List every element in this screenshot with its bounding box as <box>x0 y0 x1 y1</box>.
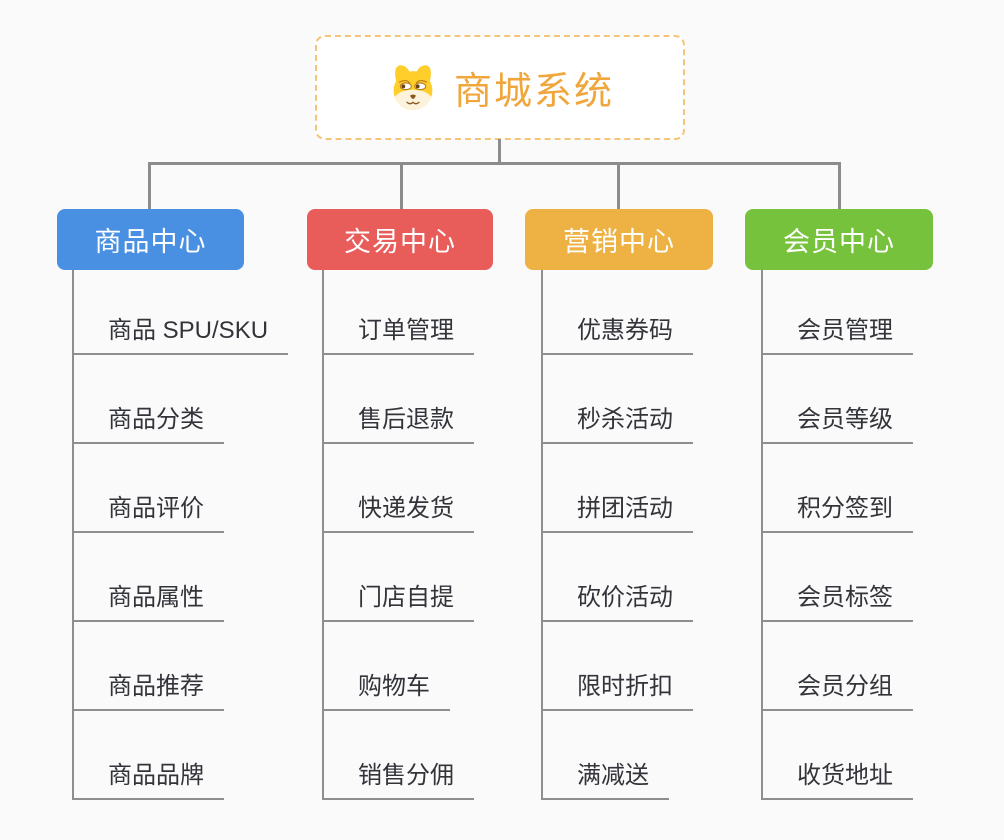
leaf-node[interactable]: 购物车 <box>324 670 450 711</box>
branch-children-product-center: 商品 SPU/SKU 商品分类 商品评价 商品属性 商品推荐 商品品牌 <box>72 270 289 800</box>
leaf-node[interactable]: 销售分佣 <box>324 759 474 800</box>
leaf-node[interactable]: 会员管理 <box>763 314 913 355</box>
leaf-node[interactable]: 商品分类 <box>74 403 224 444</box>
connector-stub-branch-3 <box>617 162 620 212</box>
branch-node-member-center[interactable]: 会员中心 <box>745 209 933 270</box>
leaf-node[interactable]: 售后退款 <box>324 403 474 444</box>
leaf-node[interactable]: 商品属性 <box>74 581 224 622</box>
leaf-node[interactable]: 商品 SPU/SKU <box>74 314 289 355</box>
leaf-node[interactable]: 快递发货 <box>324 492 474 533</box>
leaf-node[interactable]: 拼团活动 <box>543 492 693 533</box>
leaf-node[interactable]: 满减送 <box>543 759 669 800</box>
leaf-node[interactable]: 积分签到 <box>763 492 913 533</box>
branch-children-member-center: 会员管理 会员等级 积分签到 会员标签 会员分组 收货地址 <box>761 270 913 800</box>
leaf-node[interactable]: 收货地址 <box>763 759 913 800</box>
leaf-node[interactable]: 会员分组 <box>763 670 913 711</box>
leaf-node[interactable]: 订单管理 <box>324 314 474 355</box>
branch-node-product-center[interactable]: 商品中心 <box>57 209 244 270</box>
leaf-node[interactable]: 门店自提 <box>324 581 474 622</box>
connector-stub-branch-2 <box>400 162 403 212</box>
root-node-mall-system[interactable]: 商城系统 <box>315 35 685 140</box>
leaf-node[interactable]: 商品推荐 <box>74 670 224 711</box>
leaf-node[interactable]: 限时折扣 <box>543 670 693 711</box>
leaf-node[interactable]: 砍价活动 <box>543 581 693 622</box>
connector-stub-branch-1 <box>148 162 151 212</box>
branch-node-marketing-center[interactable]: 营销中心 <box>525 209 713 270</box>
leaf-node[interactable]: 商品品牌 <box>74 759 224 800</box>
root-title: 商城系统 <box>453 71 614 113</box>
connector-stub-branch-4 <box>838 162 841 212</box>
dog-face-icon <box>386 61 440 115</box>
connector-bus <box>148 162 841 165</box>
leaf-node[interactable]: 会员等级 <box>763 403 913 444</box>
branch-children-trade-center: 订单管理 售后退款 快递发货 门店自提 购物车 销售分佣 <box>322 270 474 800</box>
branch-children-marketing-center: 优惠券码 秒杀活动 拼团活动 砍价活动 限时折扣 满减送 <box>541 270 693 800</box>
connector-root-drop <box>498 139 501 165</box>
leaf-node[interactable]: 优惠券码 <box>543 314 693 355</box>
leaf-node[interactable]: 秒杀活动 <box>543 403 693 444</box>
leaf-node[interactable]: 商品评价 <box>74 492 224 533</box>
leaf-node[interactable]: 会员标签 <box>763 581 913 622</box>
branch-node-trade-center[interactable]: 交易中心 <box>307 209 493 270</box>
